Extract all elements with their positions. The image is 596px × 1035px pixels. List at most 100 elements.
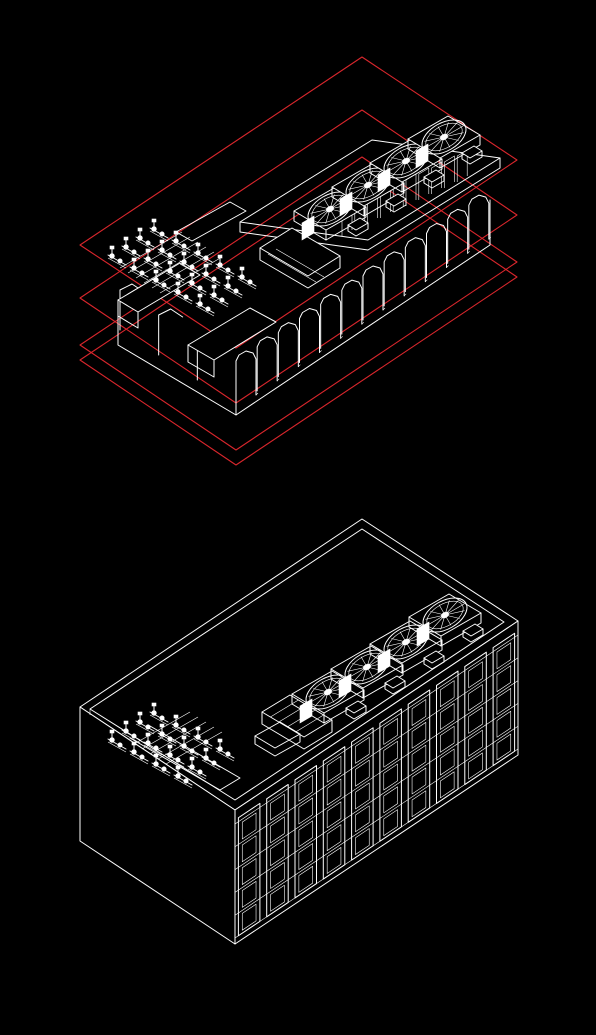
fan-blade [405, 160, 413, 172]
valve-handle [159, 239, 165, 244]
facade-window [496, 665, 512, 693]
pipe-run [223, 287, 243, 299]
facade-window [355, 805, 370, 833]
valve-fitting [153, 745, 159, 751]
facade-window [468, 706, 483, 734]
fan-blade [431, 614, 446, 630]
valve-handle [181, 251, 187, 256]
arched-bay [468, 194, 490, 250]
cable-tray [127, 236, 191, 274]
arched-bay [341, 279, 363, 335]
valve-handle [151, 702, 157, 707]
facade-window-grid [234, 632, 519, 939]
fan-blade [444, 600, 450, 616]
fan-blade [323, 198, 331, 210]
valve-handle [153, 753, 159, 758]
facade-window [298, 842, 313, 871]
cable-tray [143, 246, 207, 284]
fan-blade [401, 160, 407, 176]
assembled-building-view [79, 518, 519, 945]
valve-fitting [183, 778, 189, 784]
fan-blade [353, 666, 368, 682]
facade-window [440, 771, 455, 799]
fan-control-box-side [384, 680, 406, 695]
fan-control-box-side [461, 150, 483, 165]
fan-blade [323, 691, 329, 707]
service-core-top [187, 307, 277, 361]
arched-bay [362, 265, 384, 321]
pipe-run [151, 765, 171, 777]
pipe-run [165, 756, 185, 768]
fan-blade [367, 170, 382, 186]
fan-louvre [339, 191, 353, 217]
valve-handle [145, 732, 151, 737]
fan-blade [327, 691, 335, 703]
equipment-cabinet [418, 167, 430, 200]
floor-layer-outline [79, 156, 518, 451]
fan-control-box-side [345, 705, 367, 720]
valve-fitting [205, 306, 211, 312]
pipe-run [135, 239, 155, 251]
valve-handle [137, 711, 143, 716]
fan-blade [444, 610, 465, 616]
roof-deck-edge [239, 157, 501, 251]
fan-blade [386, 641, 407, 647]
pipe-run [179, 747, 199, 759]
valve-handle [217, 738, 223, 743]
fan-blade [438, 604, 446, 616]
floor-layer-outline [79, 109, 518, 404]
fan-blade [348, 184, 369, 190]
roof-air-handler-side [261, 711, 333, 750]
fan-control-box-side [385, 198, 407, 213]
valve-fitting [203, 739, 209, 745]
facade-window [241, 812, 257, 840]
facade-window [411, 767, 427, 795]
valve-handle [181, 735, 187, 740]
facade-window [411, 698, 427, 727]
fan-blade [429, 133, 445, 138]
facade-window [496, 733, 512, 761]
exploded-layer-view [79, 56, 518, 466]
fan-blade [316, 208, 331, 224]
pipe-run [121, 732, 141, 744]
fan-blade [444, 614, 452, 626]
valve-fitting [181, 727, 187, 733]
valve-fitting [175, 273, 181, 279]
valve-fitting [197, 769, 203, 775]
facade-window [468, 683, 483, 712]
pipe-run [143, 744, 163, 756]
fan-control-box-side [423, 655, 445, 670]
fan-blade [444, 600, 459, 616]
facade-window [241, 903, 257, 931]
valve-fitting [117, 258, 123, 264]
pipe-run [173, 777, 193, 789]
fan-blade [360, 656, 368, 668]
valve-handle [197, 293, 203, 298]
fan-blade [366, 652, 381, 668]
air-handler-rib [267, 253, 317, 283]
facade-window [411, 744, 427, 772]
pipe-run [215, 750, 235, 762]
bay-sill [467, 251, 470, 254]
fan-blade [424, 136, 445, 142]
fan-blade [430, 136, 445, 152]
pipe-run [187, 284, 207, 296]
air-handler-louvre [295, 714, 324, 733]
arched-bay [299, 308, 320, 363]
facade-window [355, 736, 370, 764]
facade-window [383, 786, 398, 814]
facade-window [241, 880, 257, 908]
facade-window [411, 721, 427, 749]
fan-blade [430, 611, 446, 616]
fan-blade [315, 205, 331, 210]
fan-blade [310, 208, 331, 214]
fan-louvre [377, 167, 391, 193]
fan-blade [392, 160, 407, 176]
valve-fitting [139, 754, 145, 760]
valve-handle [173, 714, 179, 719]
floor-layer-outline [79, 56, 518, 349]
valve-handle [225, 275, 231, 280]
valve-fitting [175, 757, 181, 763]
fan-blade [366, 666, 374, 678]
facade-window [440, 680, 455, 708]
